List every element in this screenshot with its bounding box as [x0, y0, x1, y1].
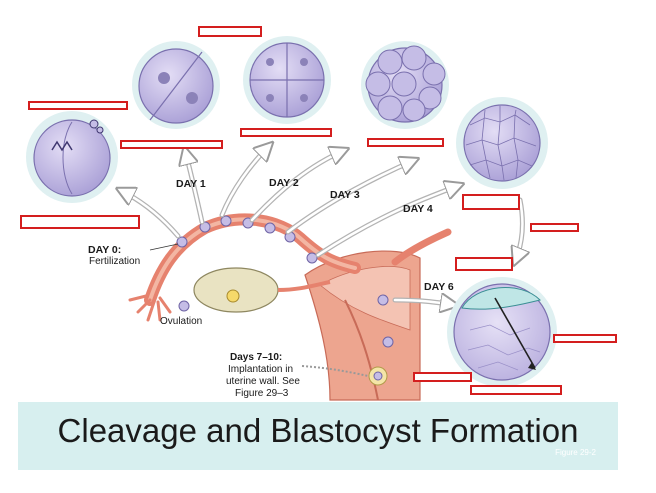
redacted-labels: [20, 26, 617, 395]
redaction-2-cell-stage: [120, 140, 223, 149]
label-day-0: DAY 0:: [88, 244, 121, 256]
tube-embryos: [176, 215, 394, 348]
figure-reference: Figure 29-2: [555, 448, 596, 457]
redaction-8-cell-stage: [367, 138, 444, 147]
cell-eight-cell: [361, 41, 449, 129]
banner-title: Cleavage and Blastocyst Formation: [57, 412, 579, 449]
label-implantation-3: Figure 29–3: [235, 388, 289, 399]
ovary: [193, 267, 279, 313]
title-banner: Cleavage and Blastocyst Formation Figure…: [18, 402, 618, 470]
right-uterine-tube: [391, 228, 452, 266]
cell-first-cleavage: [26, 111, 118, 203]
label-day-4: DAY 4: [403, 203, 433, 215]
label-implantation-days: Days 7–10:: [230, 352, 282, 363]
label-implantation-2: uterine wall. See: [226, 376, 300, 387]
cell-two-cell: [132, 41, 220, 129]
redaction-first-cleavage: [20, 215, 140, 229]
redaction-4-cell-stage: [240, 128, 332, 137]
stage-arrows-inner: [120, 145, 522, 305]
label-day-3: DAY 3: [330, 189, 360, 201]
redaction-blastomeres: [198, 26, 262, 37]
redaction-polar-bodies: [28, 101, 128, 110]
label-implantation-1: Implantation in: [228, 364, 293, 375]
inner-cell-mass: [461, 287, 541, 310]
implantation-site: [368, 366, 388, 386]
label-ovulation: Ovulation: [160, 316, 202, 327]
ovarian-follicle: [226, 289, 240, 303]
redaction-blastocoele: [553, 334, 617, 343]
redaction-inner-cell-mass: [455, 257, 513, 271]
label-day-6: DAY 6: [424, 281, 454, 293]
uterine-canal: [344, 299, 379, 401]
fertilization-leader: [149, 243, 179, 251]
label-day-2: DAY 2: [269, 177, 299, 189]
ovarian-ligament: [277, 280, 331, 292]
blastocoele-arrow: [494, 297, 536, 369]
cell-four-cell: [243, 36, 331, 124]
redaction-trophoblast: [413, 372, 472, 382]
redaction-hatching: [530, 223, 579, 232]
cell-morula: [456, 97, 548, 189]
implantation-leader: [301, 365, 369, 377]
fimbriae: [128, 294, 172, 322]
label-fertilization: Fertilization: [89, 256, 140, 267]
label-day-1: DAY 1: [176, 178, 206, 190]
redaction-blastocyst: [470, 385, 562, 395]
redaction-advanced-morula: [462, 194, 520, 210]
cell-blastocyst: [447, 277, 557, 387]
cleavage-diagram: DAY 1 DAY 2 DAY 3 DAY 4 DAY 6 DAY 0: Fer…: [20, 26, 617, 401]
